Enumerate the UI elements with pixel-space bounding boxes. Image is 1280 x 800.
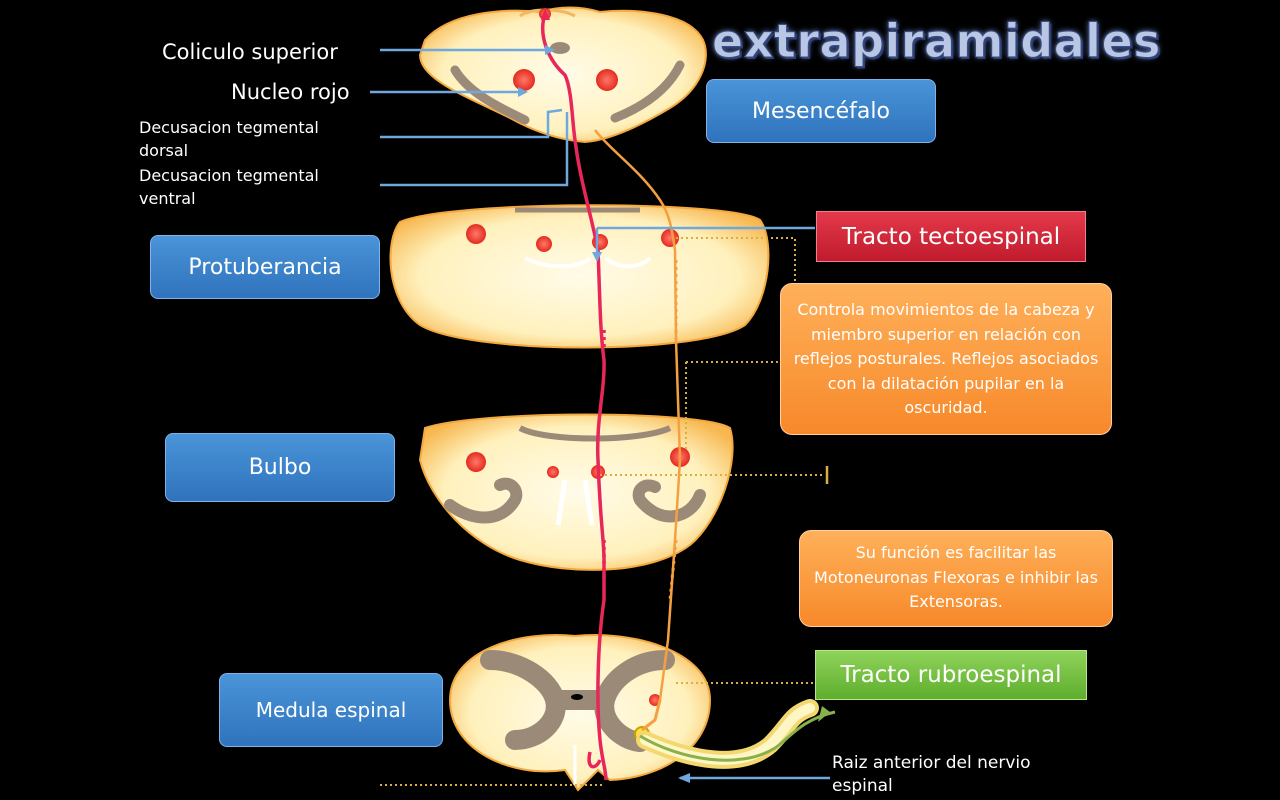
label-nucleo-rojo: Nucleo rojo — [231, 80, 350, 104]
orange-tract-path — [594, 129, 682, 732]
label-raiz-anterior: Raiz anterior del nervio espinal — [832, 752, 1031, 798]
diagram-title: extrapiramidales — [711, 14, 1162, 69]
label-decusacion-ventral-line2: ventral — [139, 189, 196, 208]
label-decusacion-dorsal-line1: Decusacion tegmental — [139, 118, 319, 137]
region-protuberancia[interactable]: Protuberancia — [150, 235, 380, 299]
tract-tectoespinal-label[interactable]: Tracto tectoespinal — [816, 211, 1086, 262]
spinal-cord-section — [448, 634, 712, 792]
pointer-arrowheads — [518, 45, 690, 783]
label-raiz-line1: Raiz anterior del nervio — [832, 753, 1031, 773]
label-decusacion-dorsal-line2: dorsal — [139, 141, 189, 160]
label-decusacion-ventral: Decusacion tegmental ventral — [139, 164, 319, 210]
pons-section — [389, 204, 770, 349]
tract-rubroespinal-label[interactable]: Tracto rubroespinal — [815, 650, 1087, 700]
pointer-lines — [370, 48, 830, 780]
label-raiz-line2: espinal — [832, 776, 893, 796]
region-medula-espinal[interactable]: Medula espinal — [219, 673, 443, 747]
nerve-root — [636, 699, 836, 769]
red-tract-path — [540, 8, 608, 781]
note-rubroespinal: Su función es facilitar las Motoneuronas… — [799, 530, 1113, 627]
label-decusacion-ventral-line1: Decusacion tegmental — [139, 166, 319, 185]
region-bulbo[interactable]: Bulbo — [165, 433, 395, 502]
medulla-oblongata-section — [418, 413, 734, 571]
label-coliculo-superior: Coliculo superior — [162, 40, 338, 64]
region-mesencefalo[interactable]: Mesencéfalo — [706, 79, 936, 143]
dotted-connectors — [380, 237, 825, 786]
note-tectoespinal: Controla movimientos de la cabeza y miem… — [780, 283, 1112, 435]
label-decusacion-dorsal: Decusacion tegmental dorsal — [139, 116, 319, 162]
